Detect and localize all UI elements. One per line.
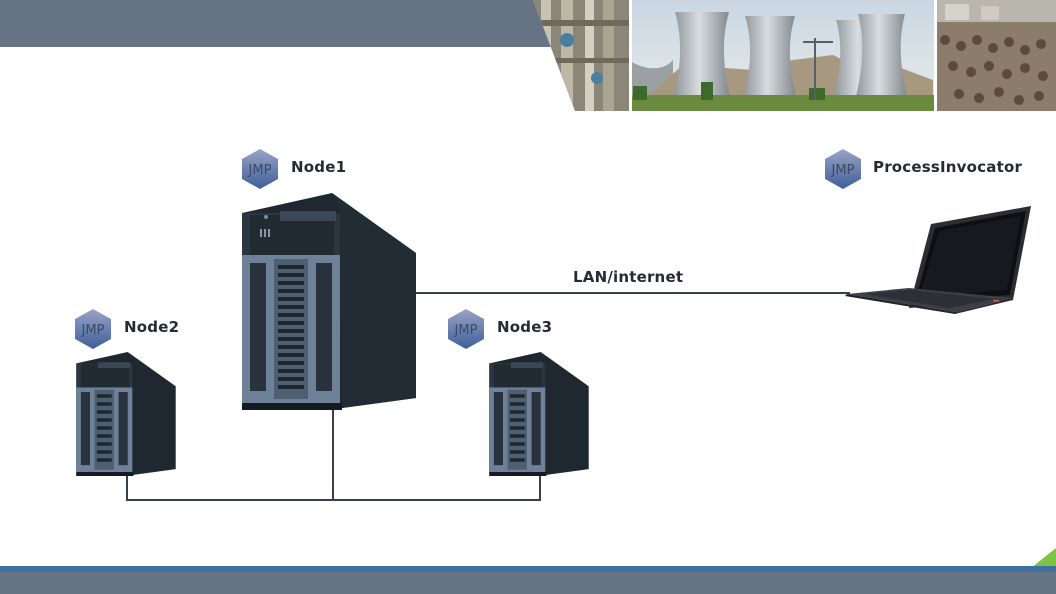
server-tower-node3 — [489, 352, 589, 476]
node1-drop-line — [332, 407, 334, 501]
jmp-badge-text: JMP — [248, 163, 272, 178]
node-bus-line — [126, 499, 541, 501]
jmp-badge-text: JMP — [454, 323, 478, 338]
laptop-process-invocator — [845, 206, 1031, 314]
jmp-badge-node2: JMP — [75, 309, 111, 349]
jmp-badge-node3: JMP — [448, 309, 484, 349]
jmp-badge-invocator: JMP — [825, 149, 861, 189]
node3-drop-line — [539, 476, 541, 501]
industrial-photo-strip — [533, 0, 1056, 111]
node2-drop-line — [126, 476, 128, 501]
lan-link-line — [415, 292, 850, 294]
lan-link-label: LAN/internet — [573, 268, 684, 286]
server-tower-node2 — [76, 352, 176, 476]
server-tower-node1 — [242, 193, 416, 410]
node2-label: Node2 — [124, 318, 180, 336]
footer-accent-blue — [0, 566, 1056, 572]
invocator-label: ProcessInvocator — [873, 158, 1023, 176]
jmp-badge-text: JMP — [81, 323, 105, 338]
node1-label: Node1 — [291, 158, 347, 176]
jmp-badge-text: JMP — [831, 163, 855, 178]
jmp-badge-node1: JMP — [242, 149, 278, 189]
node3-label: Node3 — [497, 318, 553, 336]
header-band — [0, 0, 560, 47]
footer-band — [0, 572, 1056, 594]
